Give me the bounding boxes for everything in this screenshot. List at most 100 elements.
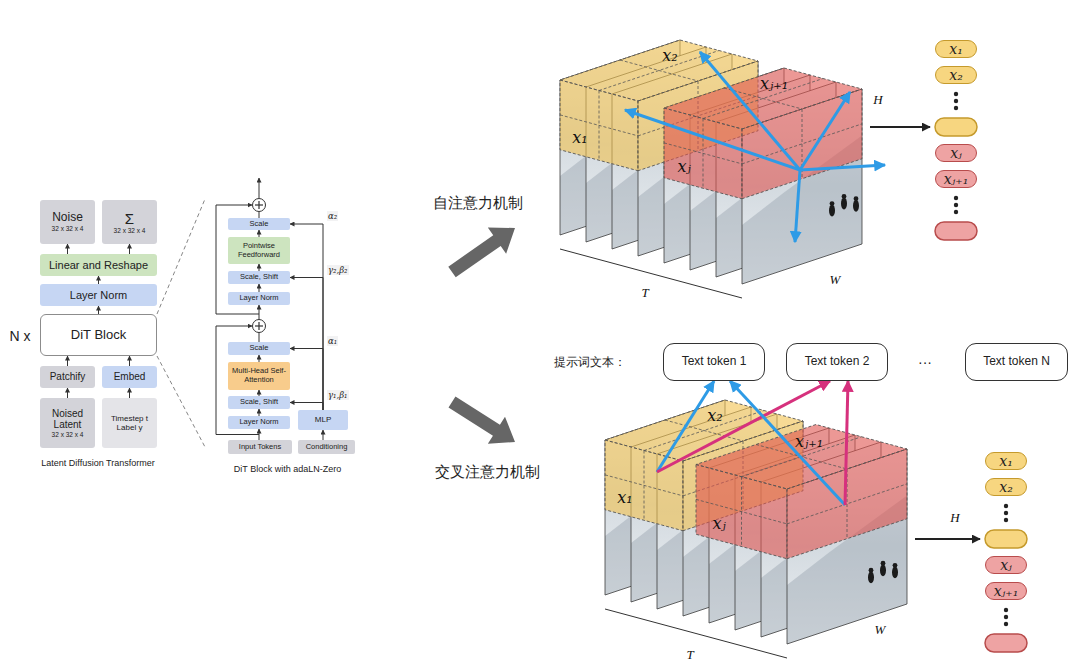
op-box: Scale, Shift: [228, 271, 290, 284]
diagram-label: xⱼ: [712, 514, 725, 533]
block-grid: [560, 115, 638, 136]
token-slot: [985, 530, 1027, 548]
text-token-box: Text token 1: [663, 343, 765, 381]
node-text: Scale, Shift: [240, 398, 278, 407]
node-text: Scale, Shift: [240, 273, 278, 282]
penguin: [893, 563, 898, 568]
flatten-arrow: [915, 538, 980, 540]
ellipsis-dot: [1004, 518, 1008, 522]
node-text: Scale: [250, 344, 269, 353]
node-text: 32 x 32 x 4: [114, 227, 146, 234]
label-holder: Latent Diffusion Transformer: [41, 458, 154, 468]
op-box: Scale, Shift: [228, 396, 290, 409]
node-text: x₁: [999, 454, 1013, 468]
input-box: Noised Latent32 x 32 x 4: [40, 398, 95, 448]
token-pill: x₂: [985, 478, 1027, 496]
node-text: xⱼ: [1000, 558, 1012, 572]
attention-arrow: [795, 170, 800, 242]
connector: [67, 244, 68, 254]
penguin: [830, 201, 835, 206]
label-holder: xⱼ: [677, 157, 690, 176]
label-holder: 提示词文本：: [554, 354, 626, 371]
label-holder: xⱼ₊₁: [760, 74, 788, 93]
node-text: Text token 1: [682, 355, 747, 369]
time-axis: [605, 609, 787, 658]
node-text: DiT Block with adaLN-Zero: [234, 464, 341, 474]
node-text: x₁: [949, 42, 963, 56]
edge-label: α₁: [327, 336, 338, 346]
attention-arrow: [730, 381, 845, 505]
op-box: Conditioning: [298, 440, 355, 454]
diagram-label: x₁: [572, 128, 587, 147]
node-text: Label y: [117, 423, 143, 432]
text-token-box: Text token 2: [786, 343, 888, 381]
label-holder: x₁: [617, 488, 632, 507]
token-pill: x₂: [935, 66, 977, 84]
connector: [259, 409, 260, 416]
token-slot: [935, 222, 977, 240]
ellipsis-dot: [954, 92, 958, 96]
ellipsis-dot: [1004, 608, 1008, 612]
node-text: Layer Norm: [239, 294, 278, 303]
node-text: xⱼ: [950, 146, 962, 160]
op-box: Pointwise Feedforward: [228, 237, 290, 264]
diagram-label: 交叉注意力机制: [435, 463, 540, 482]
token-pill: xⱼ: [985, 556, 1027, 574]
ellipsis-dot: [1004, 615, 1008, 619]
label-holder: W: [875, 622, 886, 638]
attention-arrow: [700, 52, 800, 170]
token-pill: x₁: [935, 40, 977, 58]
output-arrow: [259, 178, 260, 198]
node-text: DiT Block: [71, 328, 126, 343]
diagram-label: W: [875, 622, 886, 638]
diagram-label: 提示词文本：: [554, 354, 626, 371]
op-box: Scale: [228, 342, 290, 355]
diagram-label: x₂: [662, 46, 677, 65]
connector: [259, 355, 260, 362]
block-grid: [605, 475, 683, 496]
node-text: 32 x 32 x 4: [52, 431, 84, 438]
attention-arrow: [845, 381, 848, 505]
node-text: Layer Norm: [70, 289, 127, 302]
diagram-label: ···: [918, 354, 932, 370]
node-text: xⱼ₊₁: [944, 172, 969, 186]
attention-block: [605, 440, 683, 531]
diagram-label: T: [641, 285, 648, 301]
video-cube: [560, 40, 885, 298]
op-box: Layer Norm: [228, 416, 290, 429]
op-box: Input Tokens: [228, 440, 292, 454]
diagram-label: H: [873, 92, 882, 108]
text-token-box: Text token N: [965, 343, 1068, 381]
node-text: Pointwise Feedforward: [230, 242, 288, 259]
penguin: [868, 571, 874, 583]
diagram-label: N x: [10, 328, 31, 344]
diagram-label: Latent Diffusion Transformer: [41, 458, 154, 468]
node-text: Layer Norm: [239, 418, 278, 427]
node-text: Conditioning: [306, 443, 348, 452]
diagram-label: x₂: [707, 406, 722, 425]
direction-arrow: [449, 397, 515, 444]
penguin: [881, 561, 886, 566]
label-holder: N x: [10, 328, 31, 344]
video-cube: [605, 381, 907, 658]
diagram-label: xⱼ₊₁: [760, 74, 788, 93]
penguin: [892, 566, 898, 578]
block-grid: [644, 411, 764, 451]
penguin: [854, 196, 859, 201]
op-box: Layer Norm: [228, 292, 290, 305]
node-text: Timestep t: [111, 414, 148, 423]
node-text: Input Tokens: [239, 443, 281, 452]
attention-block: [664, 108, 742, 199]
label-holder: α₂: [327, 211, 338, 221]
ellipsis-dot: [1004, 504, 1008, 508]
attention-block: [742, 89, 862, 199]
label-holder: α₁: [327, 336, 338, 346]
node-text: xⱼ₊₁: [994, 584, 1019, 598]
label-holder: ···: [918, 354, 932, 370]
time-axis: [560, 249, 742, 298]
label-holder: x₁: [572, 128, 587, 147]
layer-box: Embed: [102, 366, 157, 388]
token-pill: xⱼ: [935, 144, 977, 162]
connector: [259, 305, 260, 342]
